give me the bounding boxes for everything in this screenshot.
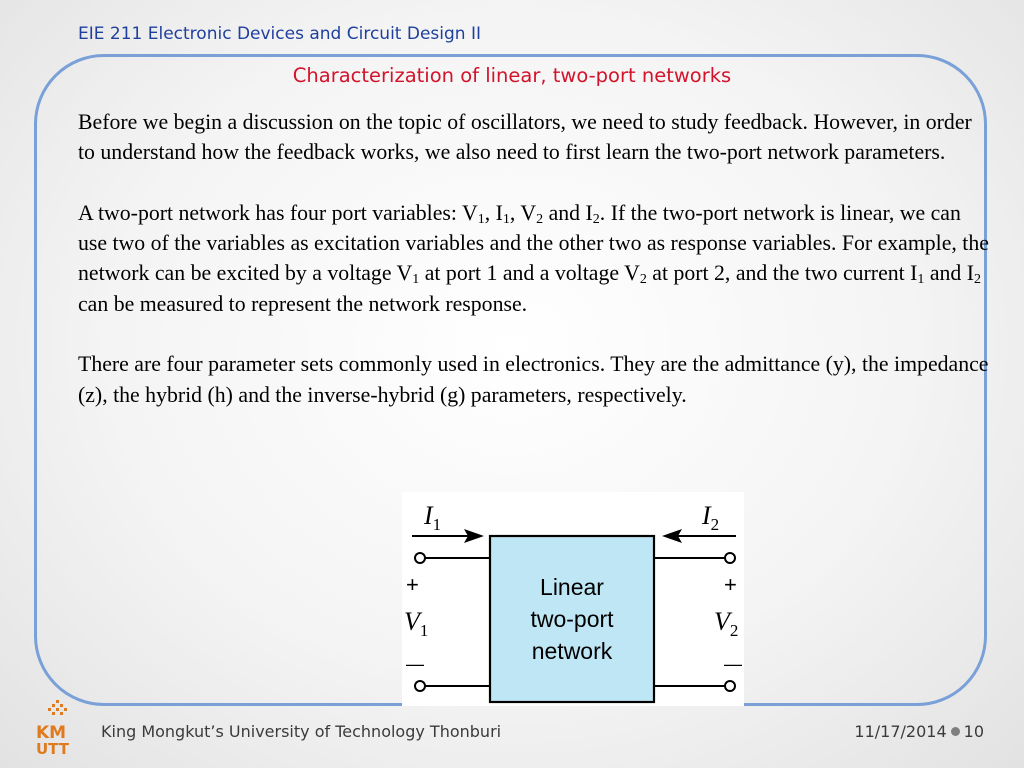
arrow-i1-head [464,529,484,543]
kmutt-logo-icon: KM UTT [34,698,82,758]
logo-text-top: KM [36,723,66,743]
footer-meta: 11/17/2014 10 [854,722,984,741]
paragraph-parameter-sets: There are four parameter sets commonly u… [78,352,989,407]
subscript: 2 [974,272,982,288]
text-run: and I [543,200,593,225]
network-box-line1: Linear [540,574,604,600]
footer-institution: King Mongkut’s University of Technology … [101,722,502,741]
network-box-line2: two-port [530,606,614,632]
terminal-bottom-left [414,680,426,692]
subscript: 1 [917,272,925,288]
plus-left: + [406,572,419,597]
paragraph-intro: Before we begin a discussion on the topi… [78,110,972,165]
two-port-diagram-svg: Linear two-port network I1 I2 + + V1 V2 … [404,501,742,704]
subscript: 1 [502,211,510,227]
text-run: and I [924,261,975,286]
footer-date: 11/17/2014 [854,722,947,741]
slide-body: Before we begin a discussion on the topi… [78,107,993,440]
label-v1: V1 [404,607,428,640]
minus-left: — [406,654,424,674]
terminal-bottom-right [724,680,736,692]
slide-number: 10 [963,722,984,741]
two-port-diagram: Linear two-port network I1 I2 + + V1 V2 … [402,492,744,706]
paragraph-port-variables: A two-port network has four port variabl… [78,198,993,319]
label-i2: I2 [701,501,719,534]
slide-title: Characterization of linear, two-port net… [292,64,732,87]
subscript: 1 [412,272,420,288]
text-run: , I [484,200,503,225]
text-run: A two-port network has four port variabl… [78,200,478,225]
network-box [488,534,656,704]
label-i1: I1 [423,501,441,534]
text-run: . If the two-port network is linear, we … [78,200,989,286]
text-run: at port 1 and a voltage V [419,261,640,286]
arrow-i2-head [662,529,682,543]
text-run: can be measured to represent the network… [78,291,528,316]
terminal-top-left [414,552,426,564]
text-run: at port 2, and the two current I [646,261,918,286]
footer-dot-icon [950,727,960,736]
subscript: 2 [536,211,544,227]
subscript: 2 [592,211,600,227]
terminal-top-right [724,552,736,564]
text-run: , V [509,200,537,225]
plus-right: + [724,572,737,597]
minus-right: — [724,654,742,674]
network-box-line3: network [532,638,613,664]
subscript: 1 [477,211,485,227]
subscript: 2 [639,272,647,288]
logo-text-bottom: UTT [36,740,70,756]
label-v2: V2 [714,607,738,640]
course-header: EIE 211 Electronic Devices and Circuit D… [78,24,481,44]
